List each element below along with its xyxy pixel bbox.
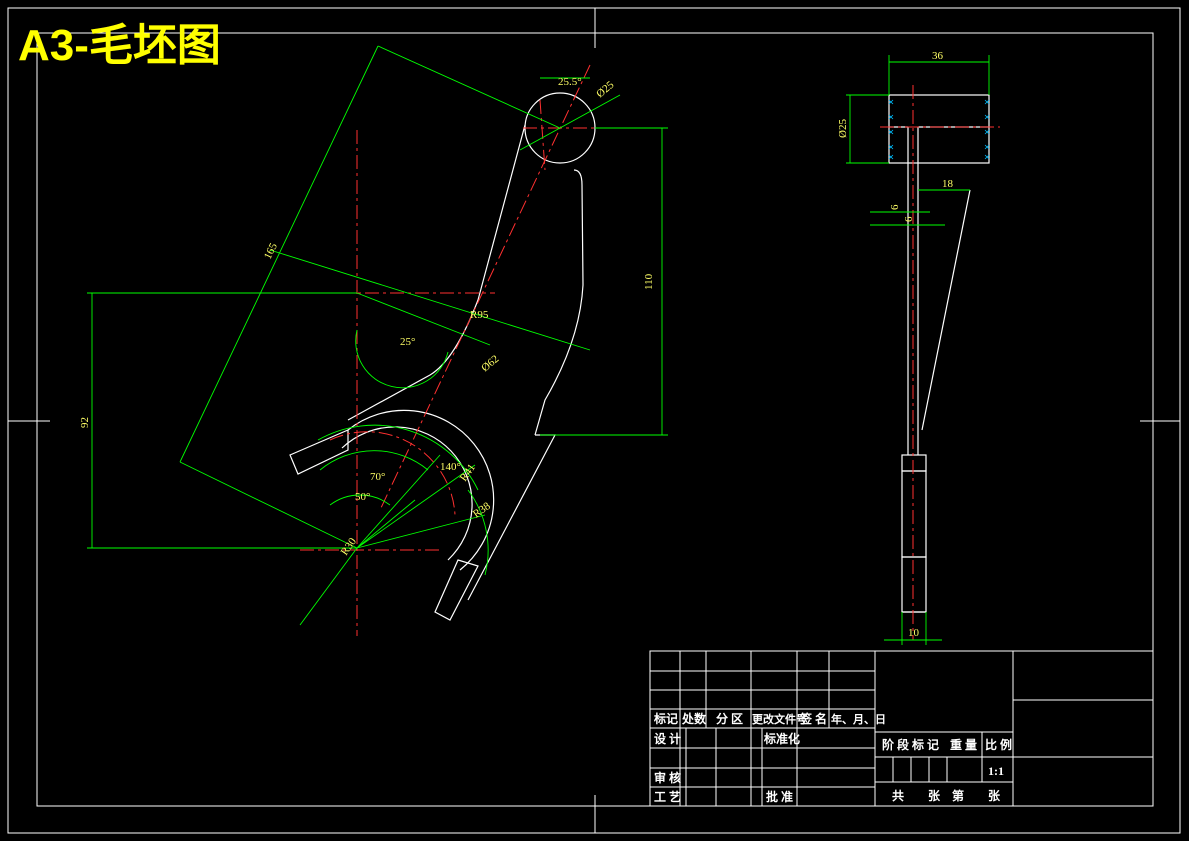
tb-scale: 比 例	[985, 737, 1012, 752]
dim-side-6b: 6	[903, 216, 915, 222]
tb-stage-mark: 阶 段 标 记	[882, 737, 939, 752]
dim-dia-25: Ø25	[594, 79, 617, 101]
dim-angle-140: 140°	[440, 461, 461, 473]
tb-weight: 重 量	[950, 737, 977, 752]
tb-standardize: 标准化	[763, 731, 800, 746]
dimension-texts-front: 25.5° Ø25 165 110 R95 25° Ø62 92 140° R4…	[79, 76, 655, 558]
dim-r95: R95	[470, 309, 489, 321]
dim-side-6a: 6	[889, 204, 901, 210]
tb-approve: 批 准	[766, 789, 793, 804]
tb-page: 第	[952, 788, 964, 803]
dim-110: 110	[643, 273, 655, 290]
tb-process: 工 艺	[654, 789, 681, 804]
tb-sheet2: 张	[988, 788, 1001, 803]
tb-scale-value: 1:1	[988, 764, 1004, 778]
dim-r30: R30	[339, 535, 360, 557]
dim-angle-25: 25°	[400, 336, 415, 348]
dimension-lines-side	[846, 55, 990, 645]
dim-angle-25-5: 25.5°	[558, 76, 582, 88]
tb-signature: 签 名	[799, 711, 827, 726]
dimension-texts-side: 36 Ø25 18 6 6 10	[837, 50, 954, 639]
title-block	[649, 650, 1154, 807]
dim-angle-50: 50°	[355, 491, 370, 503]
part-outline-front	[289, 92, 596, 621]
tb-total: 共	[892, 788, 904, 803]
dim-side-18: 18	[942, 178, 954, 190]
tb-zone: 分 区	[716, 711, 743, 726]
drawing-title: A3-毛坯图	[18, 21, 221, 70]
tb-review: 审 核	[654, 770, 681, 785]
center-lines-front	[290, 64, 597, 636]
tb-count: 处数	[681, 711, 707, 726]
tb-mark: 标记	[653, 711, 678, 726]
tb-design: 设 计	[654, 731, 681, 746]
dim-side-25: Ø25	[837, 119, 849, 138]
dim-92: 92	[79, 417, 91, 428]
tb-change-doc: 更改文件号	[752, 712, 807, 726]
hatch-side	[888, 99, 990, 160]
dim-side-36: 36	[932, 50, 944, 62]
tb-date: 年、月、日	[831, 712, 886, 726]
drawing-frame	[7, 7, 1181, 834]
dimension-lines-front	[87, 45, 668, 626]
dim-angle-70: 70°	[370, 471, 385, 483]
part-outline-side	[888, 94, 990, 613]
center-lines-side	[880, 85, 1000, 640]
title-block-texts: 标记 处数 分 区 更改文件号 签 名 年、月、日 设 计 标准化 阶 段 标 …	[653, 711, 1012, 804]
tb-sheets: 张	[928, 788, 941, 803]
dim-r62: Ø62	[479, 353, 501, 374]
dim-side-10: 10	[908, 627, 920, 639]
